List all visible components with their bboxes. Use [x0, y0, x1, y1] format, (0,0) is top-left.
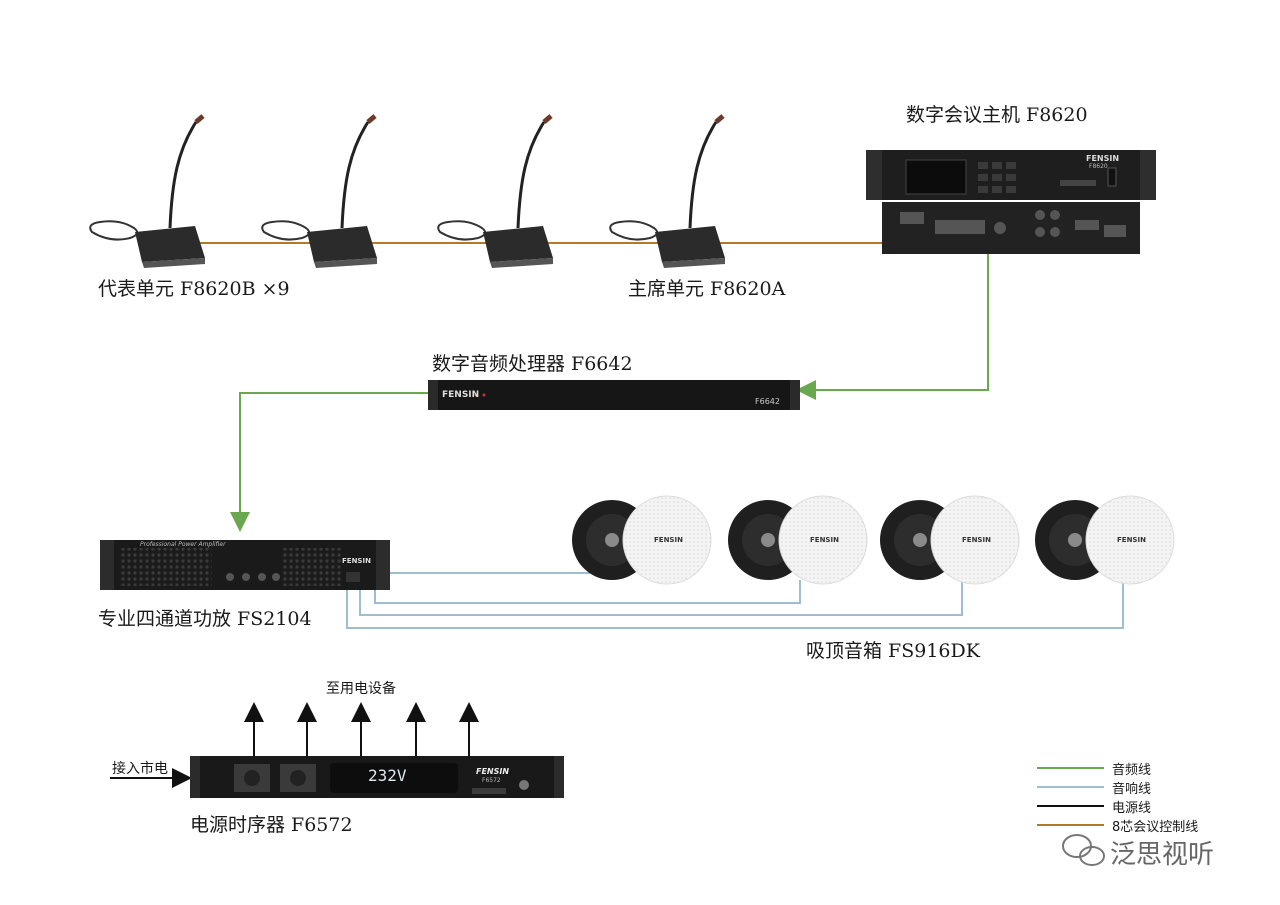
ceiling-speaker-2 [728, 495, 868, 585]
chairman-unit [609, 114, 725, 268]
conference-host [866, 150, 1156, 254]
sequencer-voltage-display: 232V [368, 766, 407, 785]
legend-power-line: 电源线 [1112, 801, 1152, 816]
legend: 音频线 音响线 电源线 8芯会议控制线 [1112, 759, 1198, 835]
power-amplifier [100, 540, 390, 590]
speakers-label: 吸顶音箱 FS916DK [806, 640, 980, 662]
sequencer-model: F6572 [482, 777, 501, 784]
sequencer-brand: FENSIN [476, 767, 510, 776]
ceiling-speaker-3 [880, 495, 1020, 585]
dsp-label: 数字音频处理器 F6642 [432, 353, 633, 375]
speaker-3-brand: FENSIN [962, 536, 991, 544]
chairman-label: 主席单元 F8620A [628, 278, 786, 300]
mains-label: 接入市电 [112, 761, 168, 777]
speaker-2-brand: FENSIN [810, 536, 839, 544]
delegate-unit-1 [89, 114, 205, 268]
host-brand: FENSIN [1086, 154, 1120, 163]
audio-line-host-dsp [796, 252, 989, 400]
legend-control-line: 8芯会议控制线 [1112, 820, 1199, 835]
speaker-lines [346, 572, 1124, 629]
delegate-unit-3 [437, 114, 553, 268]
audio-line-dsp-amp [230, 392, 428, 532]
ceiling-speaker-1 [572, 495, 712, 585]
amp-title: Professional Power Amplifier [140, 541, 226, 548]
dsp-model: F6642 [755, 397, 780, 406]
wechat-icon [1062, 834, 1105, 866]
power-sequencer [190, 756, 564, 798]
dsp-brand: FENSIN [442, 390, 480, 400]
to-devices-label: 至用电设备 [326, 681, 396, 697]
dsp-unit [428, 380, 800, 410]
legend-lines [1037, 767, 1104, 826]
host-label: 数字会议主机 F8620 [906, 104, 1088, 126]
amp-label: 专业四通道功放 FS2104 [98, 608, 312, 630]
sequencer-label: 电源时序器 F6572 [190, 814, 353, 836]
speaker-1-brand: FENSIN [654, 536, 683, 544]
legend-audio-line: 音频线 [1112, 763, 1152, 778]
power-out-arrows [244, 702, 479, 762]
amp-brand: FENSIN [342, 557, 371, 565]
ceiling-speaker-4 [1035, 495, 1175, 585]
delegate-unit-2 [261, 114, 377, 268]
watermark: 泛思视听 [1110, 840, 1215, 870]
legend-speaker-line: 音响线 [1112, 782, 1152, 797]
speaker-4-brand: FENSIN [1117, 536, 1146, 544]
host-model: F8620 [1089, 163, 1108, 170]
delegate-label: 代表单元 F8620B ×9 [98, 278, 290, 300]
